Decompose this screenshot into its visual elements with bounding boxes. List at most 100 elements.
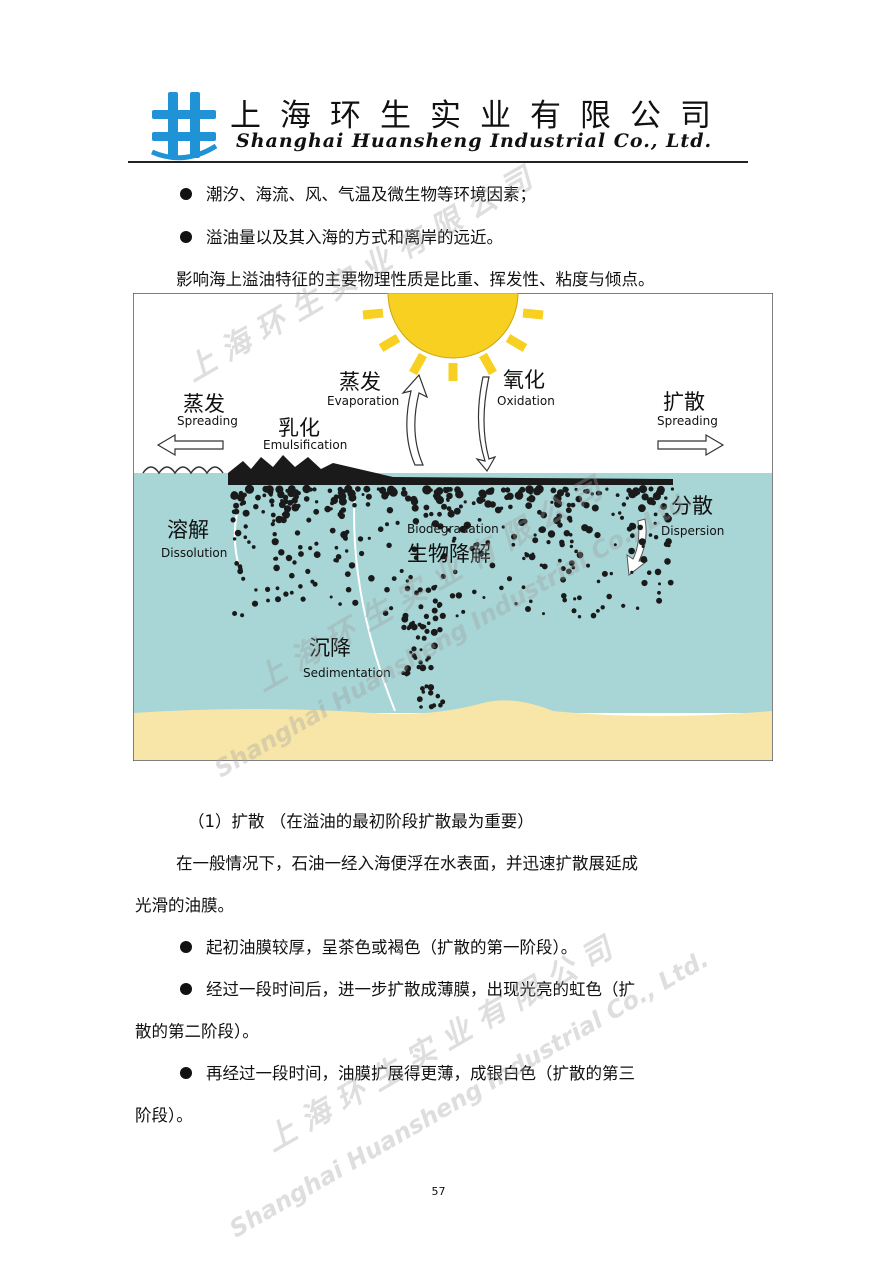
oil-droplet (532, 537, 539, 544)
oil-droplet (348, 562, 356, 569)
oil-droplet (428, 690, 434, 696)
oil-droplet (428, 664, 434, 671)
oil-droplet (584, 488, 590, 494)
oil-droplet (446, 498, 450, 502)
bullet-icon (180, 940, 192, 953)
oil-droplet (283, 505, 292, 513)
oil-droplet (424, 628, 430, 634)
oil-droplets (230, 484, 675, 710)
header-divider (128, 161, 748, 163)
oil-droplet (408, 574, 413, 580)
label-spreading-left-en: Spreading (177, 414, 238, 428)
oil-droplet (568, 560, 575, 566)
oil-droplet (499, 506, 504, 510)
oil-droplet (273, 564, 280, 572)
oil-droplet (242, 509, 250, 517)
oil-droplet (596, 579, 601, 584)
oil-droplet (440, 699, 446, 705)
oil-droplet (415, 635, 421, 640)
oil-droplet (437, 511, 442, 517)
oil-spill-fate-diagram: 蒸发 Evaporation 氧化 Oxidation 蒸发 Spreading… (133, 293, 773, 761)
oil-droplet (628, 547, 635, 555)
oil-droplet (667, 579, 674, 586)
oil-droplet (333, 494, 339, 500)
oil-droplet (251, 600, 259, 607)
oil-droplet (476, 496, 484, 504)
oil-droplet (653, 512, 658, 517)
bullet-text: 起初油膜较厚，呈茶色或褐色（扩散的第一阶段）。 (206, 938, 578, 957)
oil-droplet (446, 492, 453, 500)
oil-droplet (581, 524, 589, 532)
oil-droplet (437, 523, 444, 530)
oil-droplet (339, 509, 344, 515)
oil-slick (228, 455, 673, 485)
oil-droplet (664, 558, 671, 565)
oil-droplet (272, 519, 276, 523)
oil-droplet (419, 648, 423, 652)
oil-droplet (423, 512, 429, 518)
bullet-spill-volume: 溢油量以及其入海的方式和离岸的远近。 (180, 224, 503, 248)
oil-droplet (553, 516, 561, 525)
oil-droplet (231, 509, 237, 515)
bullet-text: 再经过一段时间，油膜扩展得更薄，成银白色（扩散的第三 (206, 1064, 635, 1083)
oil-droplet (421, 690, 426, 694)
oil-droplet (237, 568, 244, 575)
oil-droplet (615, 493, 620, 497)
oil-droplet (418, 604, 424, 610)
oil-droplet (296, 503, 301, 509)
oil-droplet (421, 635, 427, 641)
oil-droplet (586, 563, 590, 568)
oil-droplet (233, 502, 240, 509)
bullet-icon (180, 982, 192, 995)
oil-droplet (405, 579, 410, 583)
oil-droplet (521, 585, 526, 590)
oil-droplet (594, 532, 601, 539)
oil-droplet (606, 593, 612, 600)
evaporation-arrow-icon (401, 373, 429, 466)
oil-droplet (419, 664, 427, 672)
oil-droplet (489, 562, 496, 569)
oil-droplet (605, 487, 609, 491)
bullet-stage-two: 经过一段时间后，进一步扩散成薄膜，出现光亮的虹色（扩 (180, 976, 635, 1000)
oil-droplet (625, 496, 629, 500)
oil-droplet (501, 525, 505, 529)
oil-droplet (382, 610, 389, 616)
oil-droplet (271, 538, 279, 546)
oil-droplet (550, 500, 554, 504)
label-emulsification-en: Emulsification (263, 438, 347, 452)
label-biodegradation-en: Biodegradation (407, 522, 499, 536)
oil-droplet (384, 586, 390, 593)
oil-droplet (656, 489, 663, 496)
oil-droplet (243, 524, 248, 529)
oil-droplet (379, 486, 387, 494)
oil-droplet (312, 581, 318, 587)
oil-droplet (535, 486, 542, 493)
oil-droplet (511, 533, 517, 540)
oil-droplet (338, 497, 347, 506)
oil-droplet (453, 507, 461, 515)
oil-droplet (437, 627, 443, 633)
oil-droplet (474, 542, 480, 547)
oil-droplet (518, 518, 526, 527)
oil-droplet (433, 584, 438, 589)
oil-droplet (657, 590, 661, 595)
oil-droplet (522, 556, 526, 561)
oil-droplet (391, 576, 397, 581)
oil-droplet (234, 561, 240, 566)
oil-droplet (344, 571, 351, 577)
bullet-text: 经过一段时间后，进一步扩散成薄膜，出现光亮的虹色（扩 (206, 980, 635, 999)
oil-droplet (574, 487, 578, 492)
oil-droplet (345, 549, 349, 553)
oil-droplet (630, 570, 634, 574)
oil-droplet (524, 552, 530, 558)
oil-droplet (446, 506, 452, 511)
oil-droplet (431, 703, 437, 708)
oil-droplet (559, 541, 565, 548)
oil-droplet (600, 605, 605, 610)
oil-droplet (385, 522, 389, 527)
oxidation-arrow-icon (475, 376, 497, 473)
oil-droplet (528, 553, 536, 561)
oil-droplet (556, 489, 565, 497)
oil-droplet (638, 538, 646, 546)
oil-droplet (547, 530, 556, 538)
